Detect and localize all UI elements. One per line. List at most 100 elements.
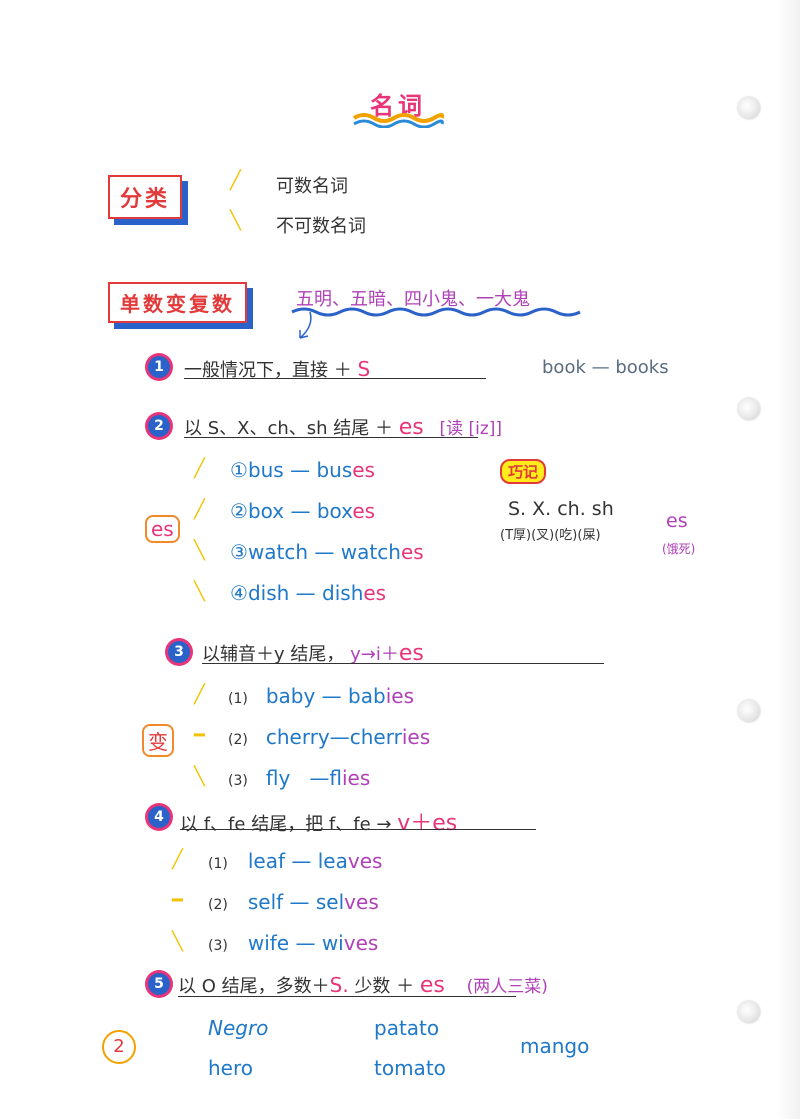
rule3-underline (202, 663, 604, 664)
example-singular: wife (247, 931, 290, 955)
tick-mark: ━ (194, 725, 205, 746)
rule5-text: 以 O 结尾，多数＋S. 少数 ＋ es (两人三菜) (178, 972, 548, 998)
example-row: (2)cherry—cherries (228, 725, 431, 749)
memory-trick-letters: S. X. ch. sh (508, 498, 614, 520)
tick-mark: ╱ (194, 458, 205, 479)
plural-mnemonic: 五明、五暗、四小鬼、一大鬼 (296, 289, 530, 310)
o-word: hero (208, 1056, 253, 1080)
example-plural-stem: cherr (349, 725, 402, 749)
tick-mark: ╱ (172, 849, 183, 870)
example-singular: self (247, 890, 284, 914)
example-singular: leaf (247, 849, 286, 873)
mnemonic-wave-arrow (291, 307, 581, 339)
binder-hole (738, 97, 760, 119)
rule4-text: 以 f、fe 结尾，把 f、fe → v＋es (180, 805, 457, 837)
tick-mark: ╲ (194, 581, 205, 602)
rule5-suffix: es (419, 973, 445, 998)
rule4-suffix: v＋es (397, 811, 458, 836)
tick-mark: ━ (172, 890, 183, 911)
example-plural-stem: wi (321, 931, 344, 955)
example-singular: bus (247, 458, 284, 482)
rule-number-2: 2 (148, 415, 170, 437)
rule1-underline (184, 378, 486, 379)
rule1-suffix: S (357, 357, 371, 381)
tick-mark: ╱ (230, 170, 241, 191)
example-index: ① (230, 458, 248, 482)
uncountable-noun: 不可数名词 (276, 216, 366, 237)
rule2-underline (184, 437, 478, 438)
example-plural-ending: ves (347, 849, 383, 873)
memory-trick-words: (T厚)(叉)(吃)(屎) (500, 528, 601, 543)
rule4-description: 以 f、fe 结尾，把 f、fe → (180, 814, 392, 835)
rule2-suffix: es (398, 415, 424, 440)
title-wave-underline (352, 113, 444, 128)
o-word: mango (520, 1034, 590, 1058)
example-index: ④ (230, 581, 248, 605)
example-plural-stem: fl (329, 766, 342, 790)
classification-label: 分类 (108, 175, 183, 219)
example-row: (3)fly —flies (228, 766, 371, 790)
rule1-description: 一般情况下，直接 ＋ (184, 360, 352, 381)
rule5-underline (178, 996, 516, 997)
rule5-description: 以 O 结尾，多数＋ (178, 976, 330, 997)
rule-number-3: 3 (168, 641, 190, 663)
example-singular: watch (247, 540, 309, 564)
rule-number-5: 5 (148, 973, 170, 995)
example-singular: cherry (265, 725, 330, 749)
rule1-text: 一般情况下，直接 ＋ S (184, 356, 370, 382)
memory-trick-es: es (666, 510, 688, 532)
example-plural-stem: dish (322, 581, 364, 605)
example-row: (2)self — selves (208, 890, 379, 914)
binder-hole (738, 398, 760, 420)
example-plural-ending: es (400, 540, 424, 564)
o-word: patato (374, 1016, 440, 1040)
rule4-underline (180, 829, 536, 830)
example-plural-ending: ies (385, 684, 414, 708)
example-row: ②box — boxes (230, 499, 376, 523)
example-index: (2) (228, 732, 248, 748)
example-plural-ending: ies (341, 766, 371, 790)
rule5-side-label: 2 (102, 1030, 136, 1064)
page-right-edge (776, 0, 800, 1119)
example-plural-stem: box (316, 499, 353, 523)
rule1-example: book — books (542, 357, 669, 378)
rule5-s: S. (329, 973, 349, 997)
example-index: (3) (208, 938, 228, 954)
memory-trick-es-note: (饿死) (662, 542, 696, 556)
binder-hole (738, 700, 760, 722)
tick-mark: ╱ (194, 684, 205, 705)
rule3-description: 以辅音＋y 结尾， (202, 644, 345, 665)
example-plural-stem: bus (316, 458, 353, 482)
example-row: (1)leaf — leaves (208, 849, 383, 873)
plural-label: 单数变复数 (108, 282, 247, 323)
rule2-description: 以 S、X、ch、sh 结尾 ＋ (184, 418, 394, 439)
example-singular: dish (247, 581, 290, 605)
example-index: (2) (208, 897, 228, 913)
o-word: tomato (374, 1056, 446, 1080)
rule2-pronunciation: [读 [iz]] (439, 419, 503, 439)
example-plural-ending: es (352, 458, 375, 482)
example-singular: box (247, 499, 285, 523)
example-plural-stem: bab (348, 684, 386, 708)
example-row: (3)wife — wives (208, 931, 379, 955)
example-row: ③watch — watches (230, 540, 424, 564)
example-singular: fly (265, 766, 291, 790)
binder-hole (738, 1001, 760, 1023)
memory-trick-label: 巧记 (500, 459, 547, 484)
rule3-transform: y→i＋ (350, 644, 399, 665)
example-plural-stem: sel (315, 890, 345, 914)
example-row: ④dish — dishes (230, 581, 387, 605)
example-plural-ending: es (352, 499, 376, 523)
example-plural-ending: ves (344, 890, 379, 914)
tick-mark: ╱ (194, 499, 205, 520)
example-index: ③ (230, 540, 248, 564)
o-word: Negro (208, 1016, 269, 1040)
rule2-side-label: es (145, 515, 180, 543)
rule2-text: 以 S、X、ch、sh 结尾 ＋ es [读 [iz]] (184, 414, 502, 440)
example-index: ② (230, 499, 248, 523)
rule3-side-label: 变 (142, 724, 174, 757)
example-plural-ending: es (363, 581, 387, 605)
example-index: (1) (228, 691, 248, 707)
example-plural-ending: ves (343, 931, 379, 955)
countable-noun: 可数名词 (276, 176, 348, 197)
